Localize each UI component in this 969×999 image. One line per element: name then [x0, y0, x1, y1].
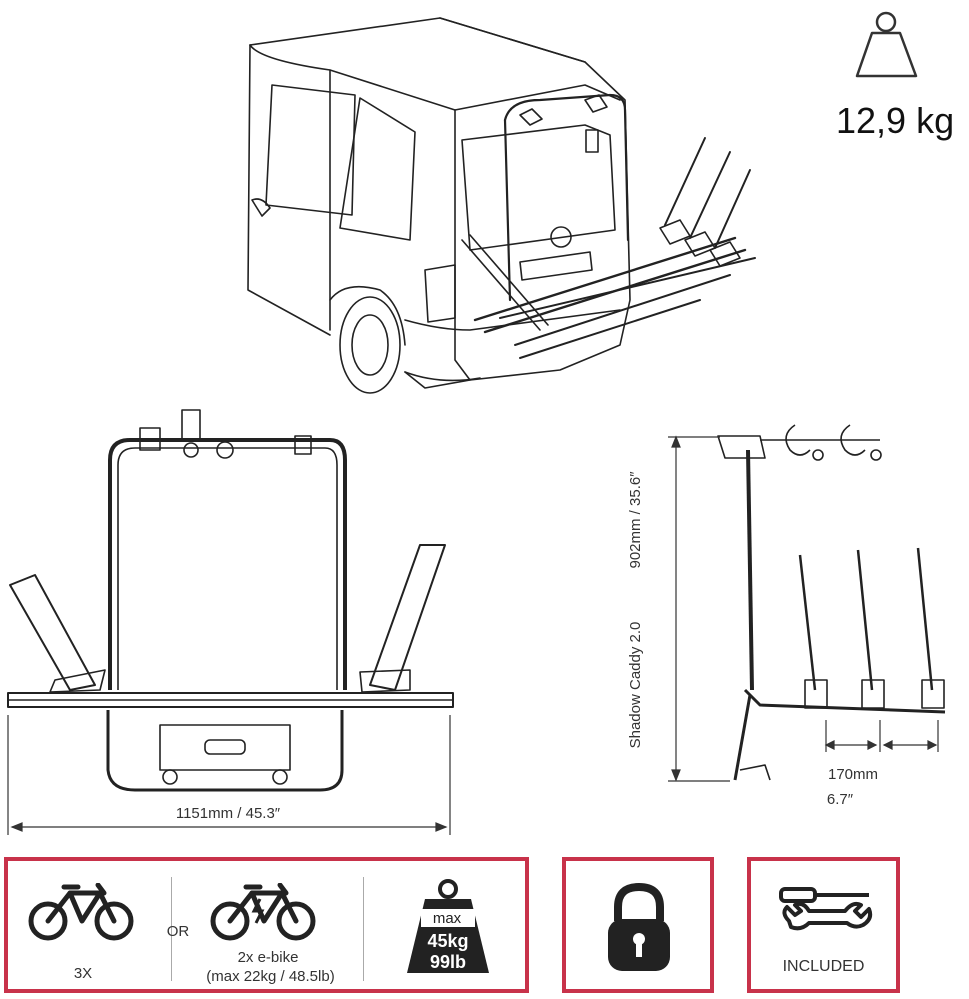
max-kg: 45kg [427, 931, 469, 951]
ebike-icon [210, 883, 316, 941]
bike-icon [28, 883, 134, 941]
spacing-mm-label: 170mm [828, 766, 878, 783]
ebike-line1: 2x e-bike [237, 949, 299, 966]
height-label: 902mm / 35.6″ [627, 471, 644, 569]
spacing-dimension [824, 720, 939, 752]
bikes-count: 3X [73, 965, 93, 982]
max-load-icon [407, 879, 489, 973]
lock-box [562, 857, 714, 993]
tools-box: INCLUDED [747, 857, 900, 993]
weight-value: 12,9 kg [836, 100, 955, 141]
height-dimension [668, 435, 730, 782]
front-view-drawing [7, 409, 454, 792]
weight-icon [855, 11, 918, 78]
spacing-in-label: 6.7″ [827, 791, 854, 808]
max-label: max [432, 910, 462, 927]
or-label: OR [166, 923, 190, 940]
side-view-drawing [717, 424, 946, 781]
width-label: 1151mm / 45.3″ [176, 805, 281, 822]
width-dimension [7, 715, 451, 835]
max-lb: 99lb [429, 952, 467, 972]
capacity-box: 3X OR 2x e-bike (max 22kg / 48.5lb) max … [4, 857, 529, 993]
van-drawing [247, 17, 756, 394]
tools-icon [779, 887, 873, 931]
ebike-line2: (max 22kg / 48.5lb) [206, 968, 335, 985]
model-label: Shadow Caddy 2.0 [627, 622, 644, 749]
lock-icon [608, 882, 670, 971]
included-label: INCLUDED [782, 958, 865, 975]
